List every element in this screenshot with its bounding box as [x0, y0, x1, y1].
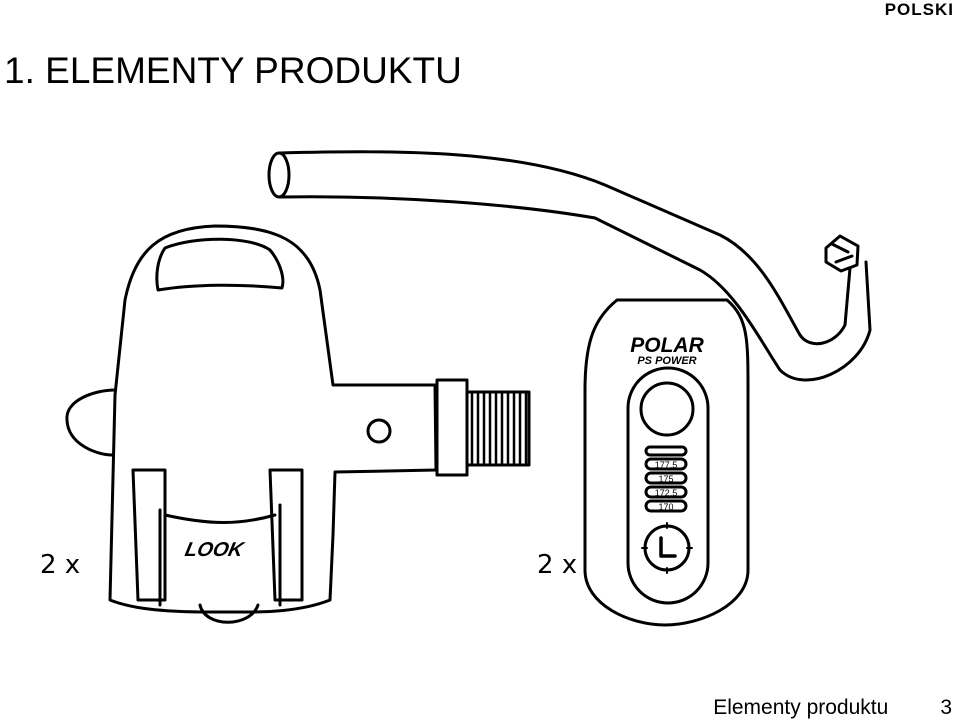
- pedal-quantity-label: 2 x: [40, 550, 81, 580]
- sensor-quantity-label: 2 x: [537, 550, 578, 580]
- footer-section-name: Elementy produktu: [713, 696, 889, 719]
- page-footer: Elementy produktu 3: [713, 696, 952, 720]
- sensor-brand-label: POLAR: [630, 334, 704, 357]
- cable-illustration: [267, 150, 872, 382]
- page-number: 3: [940, 696, 952, 719]
- scale-label: 172.5: [655, 488, 678, 498]
- scale-label: 177.5: [655, 460, 678, 470]
- pedal-illustration: [65, 224, 531, 624]
- sensor-model-label: PS POWER: [637, 355, 696, 367]
- scale-label: 175: [658, 474, 673, 484]
- scale-label: 170: [658, 502, 673, 512]
- pedal-brand-label: LOOK: [183, 539, 247, 561]
- section-title: 1. ELEMENTY PRODUKTU: [4, 50, 462, 91]
- language-label: POLSKI: [884, 0, 954, 19]
- sensor-illustration: [583, 298, 750, 627]
